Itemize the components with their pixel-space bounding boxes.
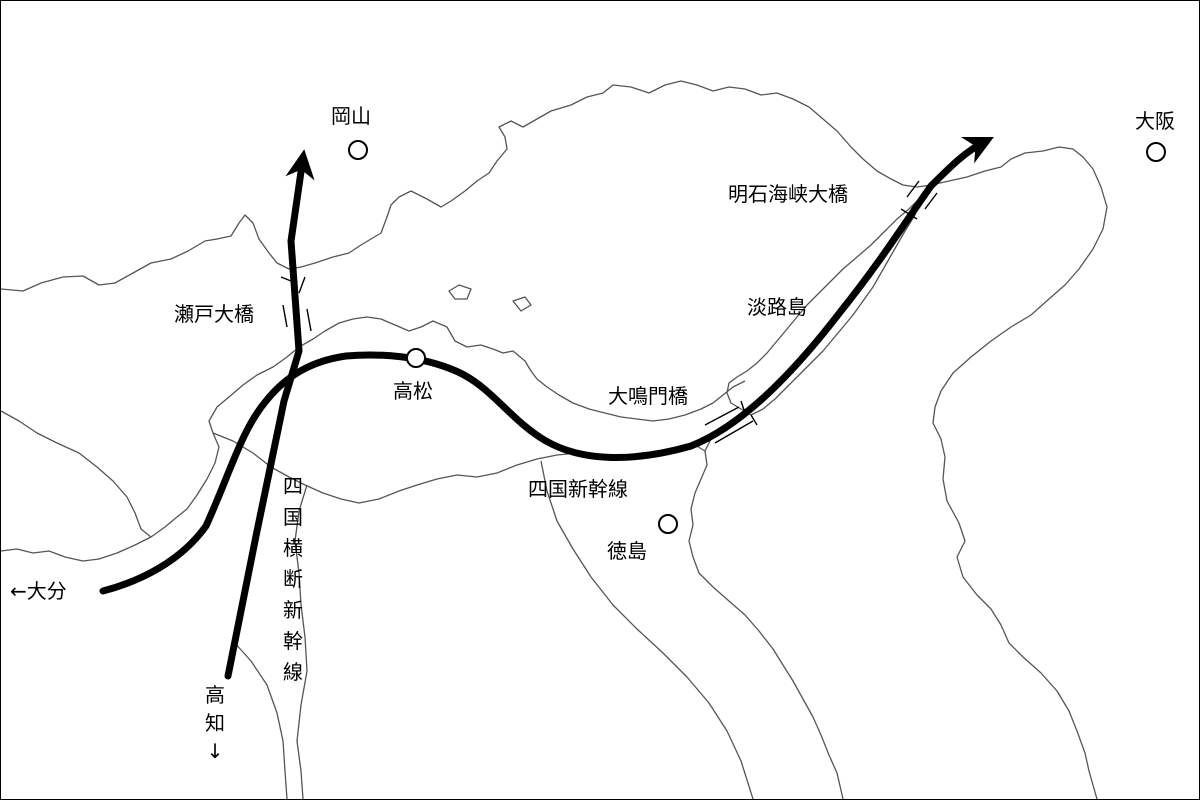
inland-border-c <box>540 460 754 799</box>
honshu-coast <box>1 80 1094 292</box>
osaka-circle-icon <box>1146 142 1166 162</box>
shikoku-shinkansen-label: 四国新幹線 <box>528 477 628 501</box>
osaka-label: 大阪 <box>1135 109 1175 133</box>
akashi-kaikyo-label: 明石海峡大橋 <box>728 182 848 206</box>
awaji-island <box>726 198 920 416</box>
inland-border-a <box>1 410 152 538</box>
tokushima-east-coast <box>688 414 844 799</box>
naruto-bridge-mark <box>704 400 758 444</box>
naruto-bridge-label: 大鳴門橋 <box>608 384 688 408</box>
seto-ohashi-label: 瀬戸大橋 <box>174 302 254 326</box>
okayama-label: 岡山 <box>331 104 371 128</box>
shikoku-north-coast <box>1 316 746 562</box>
railways <box>99 137 994 680</box>
inland-border-b <box>294 484 308 799</box>
bay-east-coast <box>932 168 1108 799</box>
city-markers <box>348 140 1166 534</box>
okayama-circle-icon <box>348 140 368 160</box>
awaji-island-label: 淡路島 <box>747 295 807 319</box>
shikoku-shinkansen-line <box>99 137 994 595</box>
tokushima-circle-icon <box>658 514 678 534</box>
shikoku-odan-shinkansen-label: 四国横断新幹線 <box>283 474 303 684</box>
inland-border-d <box>232 640 288 799</box>
coastlines <box>1 80 1108 799</box>
kochi-direction-label: 高知↓ <box>205 683 225 763</box>
takamatsu-circle-icon <box>406 348 426 368</box>
tokushima-label: 徳島 <box>607 539 647 563</box>
oita-direction-label: ←大分 <box>10 579 67 603</box>
small-islands <box>448 284 532 312</box>
shikoku-odan-shinkansen-line <box>224 149 315 680</box>
takamatsu-label: 高松 <box>393 379 433 403</box>
seto-ohashi-bridge-mark <box>280 276 312 332</box>
